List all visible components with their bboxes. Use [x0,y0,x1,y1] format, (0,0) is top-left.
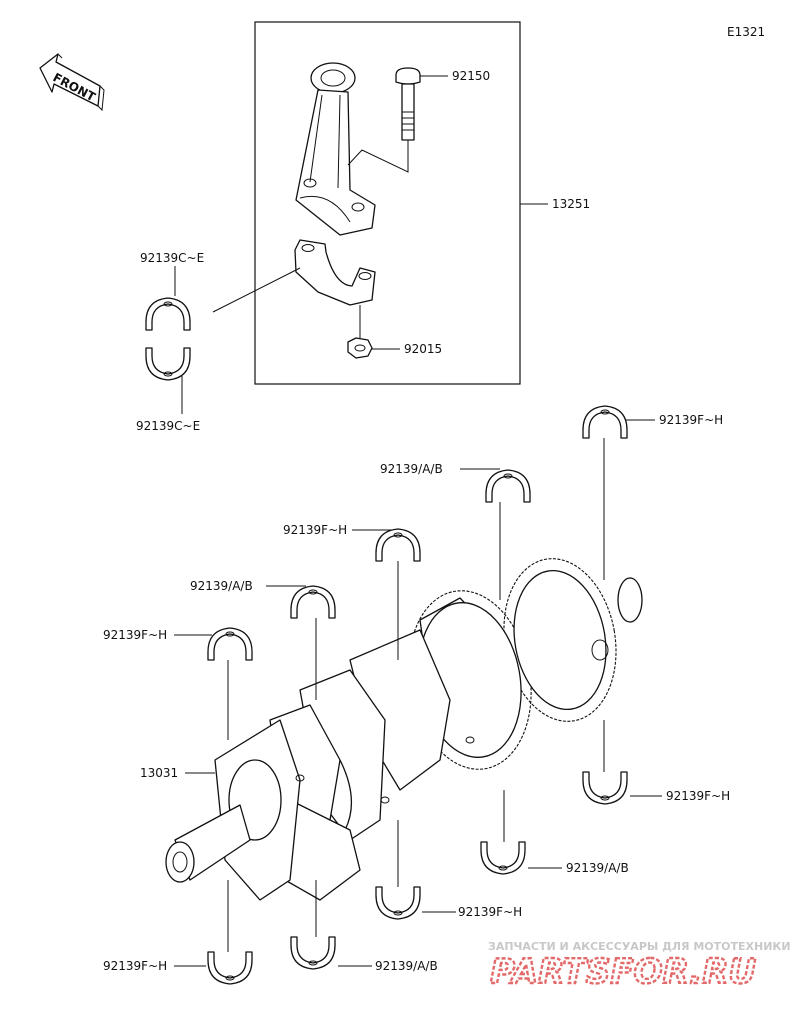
connecting-rod [295,62,376,236]
label-main-f-h-4: 92139F~H [666,789,730,803]
main-bearing-f-h-4 [582,771,628,805]
label-bolt: 92150 [452,69,490,83]
main-bearing-a-b-1 [485,469,531,503]
label-main-a-b-4: 92139/A/B [375,959,438,973]
diagram-id: E1321 [727,25,765,39]
label-main-a-b-1: 92139/A/B [380,462,443,476]
front-arrow-icon: FRONT [39,53,105,112]
main-bearing-a-b-2 [290,585,336,619]
main-bearing-f-h-5 [375,886,421,920]
crankshaft [165,558,643,901]
watermark-logo: PARTSFOR.RU [490,952,756,992]
main-bearing-f-h-1 [582,405,628,439]
label-main-f-h-1: 92139F~H [659,413,723,427]
main-bearing-f-h-3 [207,627,253,661]
bolt [395,67,421,141]
label-main-f-h-6: 92139F~H [103,959,167,973]
label-rod-assy: 13251 [552,197,590,211]
main-bearing-f-h-2 [375,528,421,562]
rod-assembly-box [254,21,521,385]
label-main-a-b-3: 92139/A/B [566,861,629,875]
label-main-f-h-3: 92139F~H [103,628,167,642]
label-main-a-b-2: 92139/A/B [190,579,253,593]
rod-cap [294,239,376,306]
main-bearing-a-b-4 [290,936,336,970]
label-main-f-h-2: 92139F~H [283,523,347,537]
label-main-f-h-5: 92139F~H [458,905,522,919]
main-bearing-f-h-6 [207,951,253,985]
label-nut: 92015 [404,342,442,356]
bearing-rod-lower [145,347,191,381]
watermark-tagline: ЗАПЧАСТИ И АКСЕССУАРЫ ДЛЯ МОТОТЕХНИКИ [488,940,791,953]
main-bearing-a-b-3 [480,841,526,875]
nut [347,337,373,359]
bearing-rod-upper [145,297,191,331]
label-crankshaft: 13031 [140,766,178,780]
label-bearing-rod-lower: 92139C~E [136,419,200,433]
label-bearing-rod-upper: 92139C~E [140,251,204,265]
